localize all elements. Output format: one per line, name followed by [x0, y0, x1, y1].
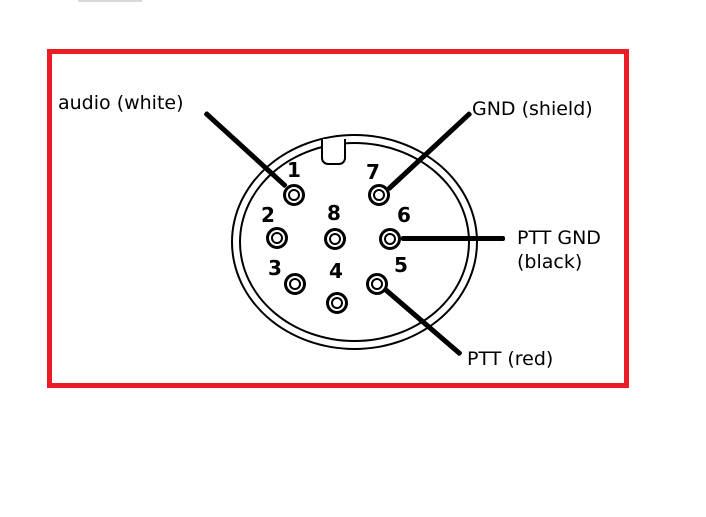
label-ptt-gnd: PTT GND (black) — [517, 226, 601, 274]
label-ptt-gnd-line1: PTT GND — [517, 227, 601, 249]
pin-6-number: 6 — [397, 203, 411, 227]
pin-5-number: 5 — [394, 253, 408, 277]
label-gnd: GND (shield) — [472, 98, 593, 120]
red-highlight-frame — [47, 49, 629, 388]
pin-6-hole — [384, 233, 396, 245]
pin-3 — [284, 273, 306, 295]
pin-7-hole — [373, 189, 385, 201]
pin-4-number: 4 — [329, 259, 343, 283]
pin-2-number: 2 — [261, 203, 275, 227]
pin-6 — [379, 228, 401, 250]
pin-4-hole — [331, 297, 343, 309]
label-ptt: PTT (red) — [467, 348, 554, 370]
pin-3-number: 3 — [268, 256, 282, 280]
label-audio: audio (white) — [58, 92, 184, 114]
pin-4 — [326, 292, 348, 314]
pin-7 — [368, 184, 390, 206]
leader-line-ptt-gnd — [401, 236, 505, 241]
pin-2-hole — [271, 232, 283, 244]
cropped-content-artifact — [78, 0, 142, 2]
pin-5-hole — [371, 278, 383, 290]
pin-8-number: 8 — [327, 201, 341, 225]
pin-1-number: 1 — [287, 158, 301, 182]
pin-3-hole — [289, 278, 301, 290]
pin-8 — [324, 228, 346, 250]
pin-2 — [266, 227, 288, 249]
label-ptt-gnd-line2: (black) — [517, 251, 583, 273]
pin-7-number: 7 — [366, 160, 380, 184]
pin-8-hole — [329, 233, 341, 245]
keyway-notch — [321, 139, 346, 165]
pin-1-hole — [288, 189, 300, 201]
pin-5 — [366, 273, 388, 295]
pin-1 — [283, 184, 305, 206]
